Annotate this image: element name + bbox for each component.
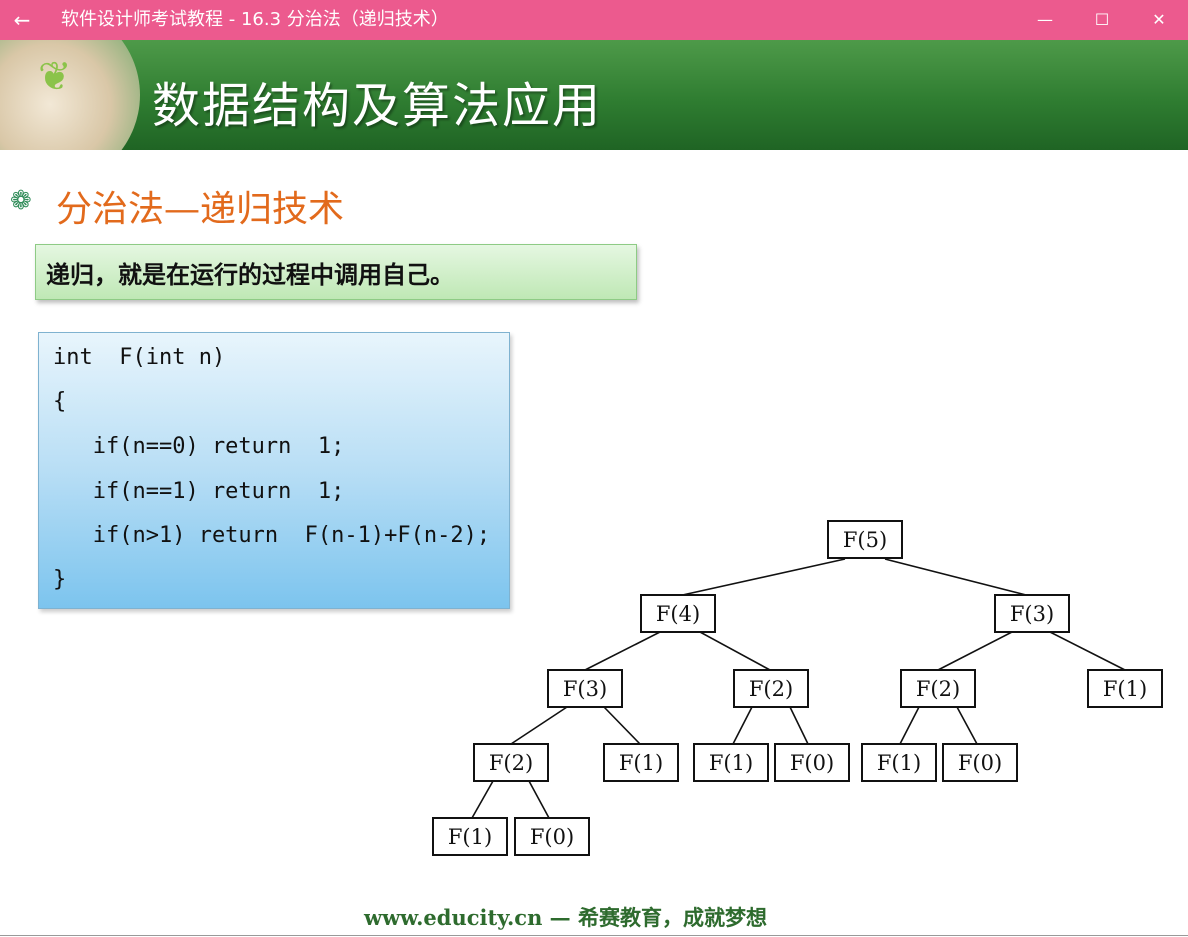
tree-node-box	[603, 743, 679, 782]
tree-node-label: F(1)	[709, 751, 753, 775]
code-line: if(n>1) return F(n-1)+F(n-2);	[53, 523, 491, 548]
tree-node-label: F(0)	[958, 751, 1002, 775]
arrow-left-icon[interactable]: ←	[13, 8, 31, 32]
tree-node: F(3)	[994, 594, 1070, 633]
gear-bullet-icon: ❁	[10, 186, 32, 216]
tree-edges	[471, 558, 1126, 819]
tree-node-box	[827, 520, 903, 559]
tree-edge	[699, 631, 771, 671]
tree-edge	[789, 706, 809, 745]
tree-node: F(0)	[774, 743, 850, 782]
tree-node: F(4)	[640, 594, 716, 633]
tree-edge	[677, 558, 846, 597]
definition-box: 递归，就是在运行的过程中调用自己。	[35, 244, 637, 300]
tree-node-label: F(4)	[656, 602, 700, 626]
tree-edge	[528, 780, 550, 819]
tree-edge	[584, 631, 661, 671]
tree-node-box	[774, 743, 850, 782]
tree-node: F(2)	[473, 743, 549, 782]
tree-node-label: F(2)	[749, 677, 793, 701]
tree-node: F(1)	[861, 743, 937, 782]
banner-title: 数据结构及算法应用	[152, 78, 603, 134]
tree-edge	[899, 706, 920, 745]
tree-node-box	[432, 817, 508, 856]
tree-nodes: F(5) F(4) F(3) F(3) F(2) F(2) F(1) F(2) F(1) F(1)…	[432, 520, 1163, 856]
tree-node-box	[733, 669, 809, 708]
minimize-icon[interactable]: —	[1037, 10, 1053, 29]
code-line: if(n==0) return 1;	[53, 434, 345, 459]
tree-node-label: F(1)	[1103, 677, 1147, 701]
tree-node-box	[942, 743, 1018, 782]
tree-node: F(1)	[693, 743, 769, 782]
divider	[0, 935, 1188, 936]
section-title: 分治法—递归技术	[56, 189, 345, 230]
tree-node-label: F(2)	[489, 751, 533, 775]
tree-node-box	[693, 743, 769, 782]
code-line: int F(int n)	[53, 345, 226, 370]
tree-node-label: F(0)	[790, 751, 834, 775]
tree-node: F(0)	[514, 817, 590, 856]
footer-slogan: www.educity.cn — 希赛教育，成就梦想	[364, 905, 767, 930]
tree-node: F(5)	[827, 520, 903, 559]
slide-banner: ❦ 数据结构及算法应用	[0, 40, 1188, 150]
tree-edge	[937, 631, 1013, 671]
tree-node: F(1)	[1087, 669, 1163, 708]
maximize-icon[interactable]: ☐	[1094, 10, 1110, 29]
slide: ❦ 数据结构及算法应用 ❁ 分治法—递归技术 递归，就是在运行的过程中调用自己。…	[0, 40, 1188, 936]
tree-node-label: F(1)	[877, 751, 921, 775]
code-line: if(n==1) return 1;	[53, 479, 345, 504]
tree-edge	[884, 558, 1031, 597]
code-line: {	[53, 389, 67, 414]
tree-edge	[956, 706, 978, 745]
tree-node-label: F(2)	[916, 677, 960, 701]
tree-node-box	[861, 743, 937, 782]
tree-edge	[471, 780, 494, 819]
tree-node-box	[514, 817, 590, 856]
code-line: }	[53, 567, 67, 592]
tree-edge	[603, 706, 641, 745]
tree-node-box	[994, 594, 1070, 633]
tree-node-box	[473, 743, 549, 782]
window-titlebar: ← 软件设计师考试教程 - 16.3 分治法（递归技术） — ☐ ✕	[0, 0, 1188, 40]
tree-node-label: F(0)	[530, 825, 574, 849]
tree-node: F(2)	[733, 669, 809, 708]
tree-node: F(2)	[900, 669, 976, 708]
tree-node: F(1)	[603, 743, 679, 782]
hands-seedling-image	[0, 40, 140, 150]
recursion-tree-diagram: F(5) F(4) F(3) F(3) F(2) F(2) F(1) F(2) F(1) F(1)…	[432, 520, 1163, 856]
window-title: 软件设计师考试教程 - 16.3 分治法（递归技术）	[61, 9, 449, 30]
tree-node-label: F(3)	[1010, 602, 1054, 626]
tree-edge	[1049, 631, 1126, 671]
tree-node-box	[1087, 669, 1163, 708]
sprout-icon: ❦	[38, 54, 72, 100]
tree-node-label: F(1)	[448, 825, 492, 849]
tree-edge	[510, 706, 568, 745]
tree-node-label: F(5)	[843, 528, 887, 552]
tree-node: F(1)	[432, 817, 508, 856]
tree-node: F(0)	[942, 743, 1018, 782]
tree-node-box	[900, 669, 976, 708]
code-box: int F(int n) { if(n==0) return 1; if(n==…	[38, 332, 510, 609]
tree-node-box	[547, 669, 623, 708]
definition-text: 递归，就是在运行的过程中调用自己。	[46, 261, 454, 289]
tree-edge	[732, 706, 753, 745]
tree-node-box	[640, 594, 716, 633]
close-icon[interactable]: ✕	[1152, 10, 1166, 29]
tree-node: F(3)	[547, 669, 623, 708]
tree-node-label: F(3)	[563, 677, 607, 701]
tree-node-label: F(1)	[619, 751, 663, 775]
